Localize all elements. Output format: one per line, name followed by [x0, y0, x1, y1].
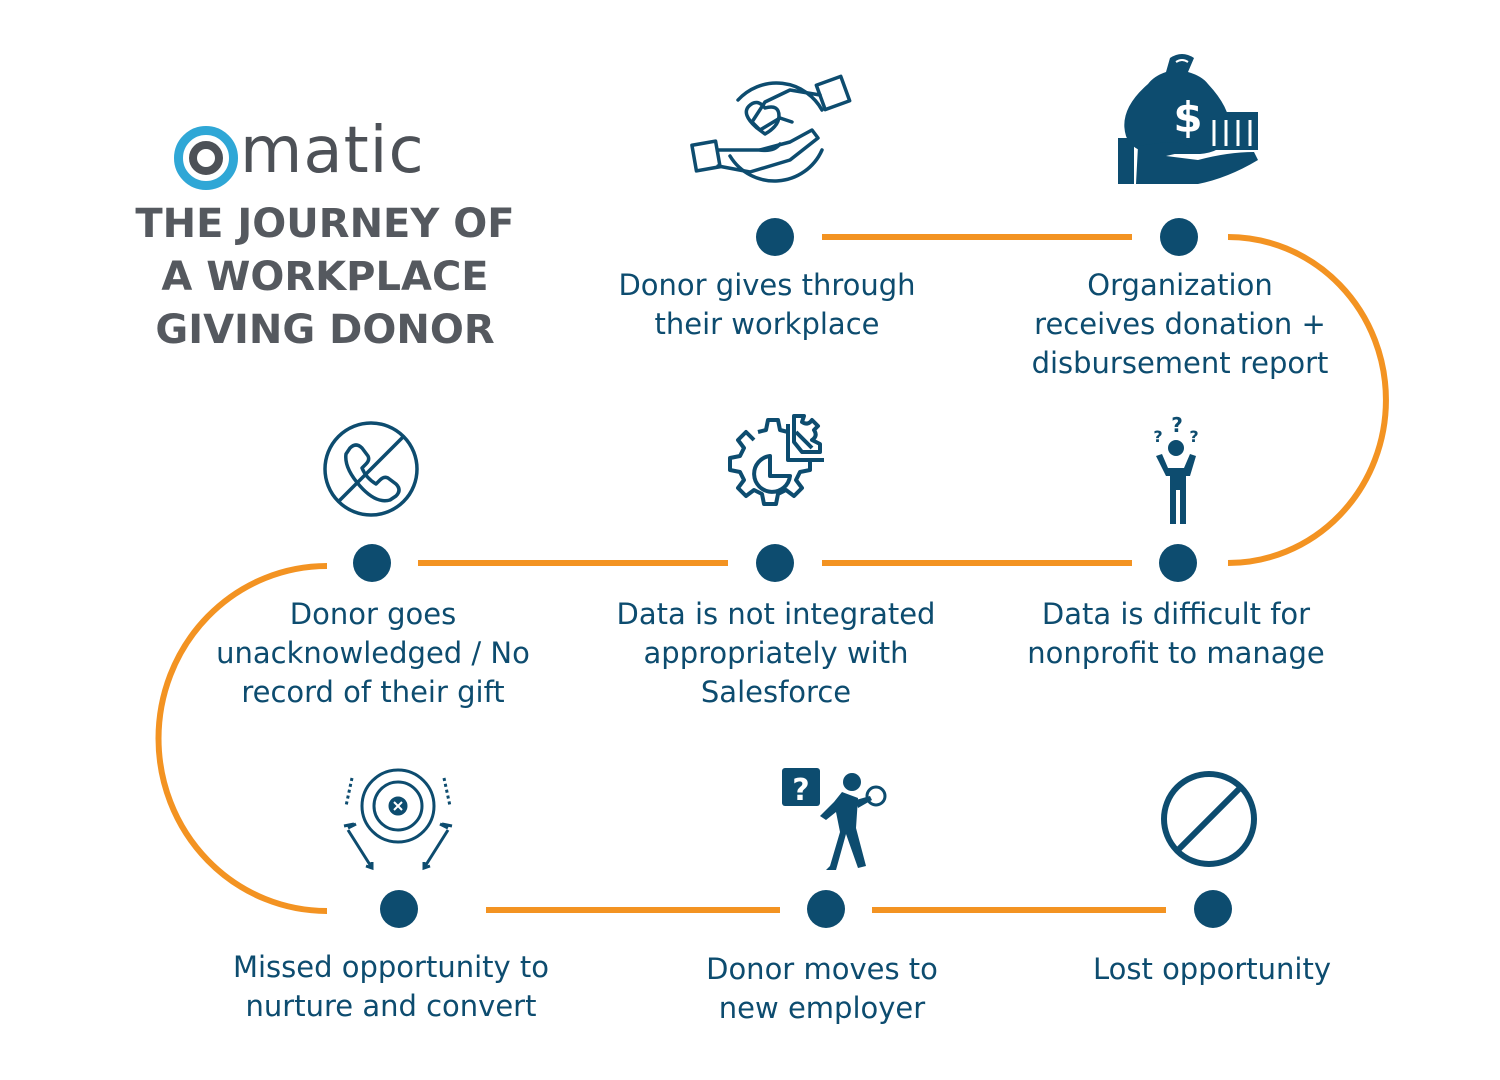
journey-nodes [353, 218, 1232, 928]
svg-text:?: ? [792, 773, 809, 808]
no-phone-icon [323, 421, 419, 517]
hand-giving-heart-icon [690, 74, 852, 183]
connector-5-6 [155, 563, 328, 914]
logo-text: matic [240, 114, 425, 188]
step-3-label: Data is difficult for nonprofit to manag… [1027, 597, 1325, 670]
step-5-label: Donor goes unacknowledged / No record of… [216, 597, 530, 709]
svg-text:?: ? [1189, 427, 1198, 446]
svg-text:$: $ [1173, 93, 1202, 142]
person-searching-icon: ? [782, 768, 887, 870]
node-5 [353, 544, 391, 582]
step-2-label: Organization receives donation + disburs… [1031, 268, 1329, 380]
title-line-1: THE JOURNEY OF [135, 201, 515, 247]
step-7-label: Donor moves to new employer [706, 952, 938, 1025]
step-4-label: Data is not integrated appropriately wit… [616, 597, 936, 709]
gear-puzzle-icon [728, 414, 824, 506]
node-6 [380, 890, 418, 928]
connector-2-3 [1227, 234, 1389, 566]
node-7 [807, 890, 845, 928]
title-line-2: A WORKPLACE [161, 254, 489, 300]
journey-path [155, 234, 1389, 914]
money-bag-hand-icon: $ [1118, 54, 1258, 184]
node-3 [1159, 544, 1197, 582]
step-6-label: Missed opportunity to nurture and conver… [232, 950, 550, 1023]
node-1 [756, 218, 794, 256]
svg-text:?: ? [1153, 427, 1162, 446]
confused-person-icon: ? ? ? [1153, 413, 1199, 524]
logo-ring-icon [174, 126, 238, 190]
node-8 [1194, 890, 1232, 928]
node-2 [1160, 218, 1198, 256]
step-8-label: Lost opportunity [1092, 952, 1332, 986]
prohibited-icon [1161, 771, 1257, 867]
node-4 [756, 544, 794, 582]
missed-target-icon [343, 768, 453, 871]
page-title: THE JOURNEY OF A WORKPLACE GIVING DONOR [100, 198, 550, 357]
step-1-label: Donor gives through their workplace [618, 268, 916, 341]
svg-text:?: ? [1171, 413, 1183, 437]
title-line-3: GIVING DONOR [155, 307, 495, 353]
omatic-logo: matic [174, 108, 425, 194]
